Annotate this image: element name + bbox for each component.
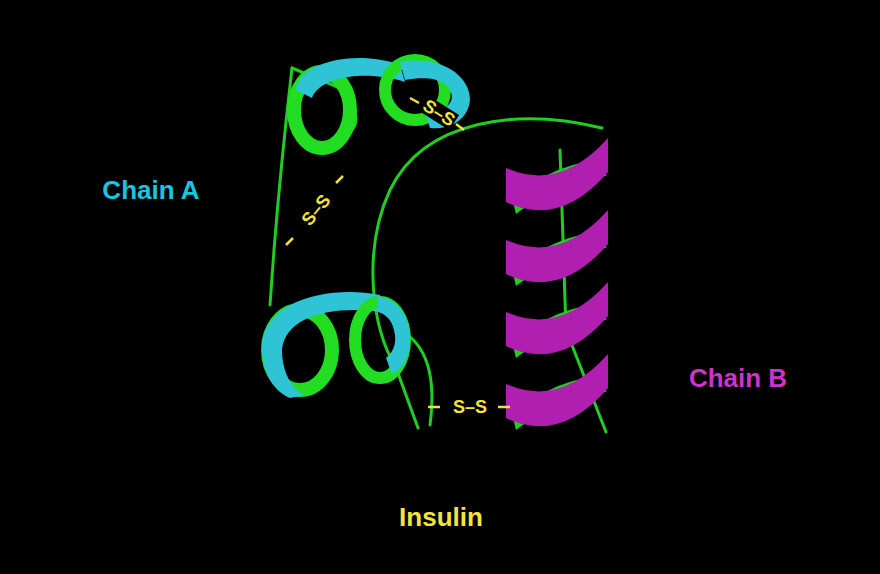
diagram-title: Insulin	[398, 504, 484, 530]
bond-stub	[498, 406, 510, 409]
helix-front	[506, 138, 608, 210]
helix-front	[506, 210, 608, 282]
disulfide-label: S–S	[298, 190, 335, 229]
bond-stub	[286, 238, 293, 245]
chain-b-helix	[506, 138, 608, 430]
bond-stub	[428, 406, 440, 409]
helix-front	[378, 296, 410, 374]
chain-a-helix	[294, 58, 470, 148]
chain-a-helix	[262, 292, 410, 398]
disulfide-label: S–S	[452, 398, 488, 416]
chain-label: Chain A	[101, 177, 200, 203]
bond-stub	[336, 176, 343, 183]
bond-stub	[456, 124, 464, 130]
chain-label: Chain B	[688, 365, 788, 391]
bond-stub	[410, 98, 419, 103]
disulfide-stubs	[286, 98, 510, 407]
helix-front	[506, 354, 608, 426]
helix-front	[506, 282, 608, 354]
